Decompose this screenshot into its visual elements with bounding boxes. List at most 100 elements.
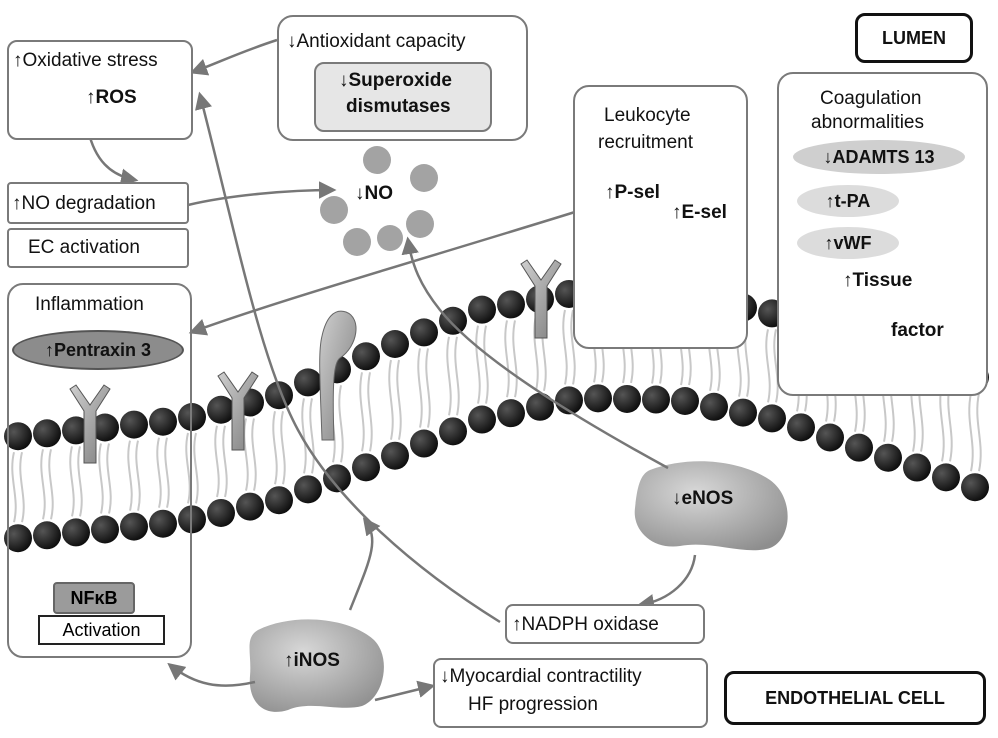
lipid-tail bbox=[98, 443, 112, 514]
lumen-label: LUMEN bbox=[855, 13, 973, 63]
endothelial-cell-label: ENDOTHELIAL CELL bbox=[724, 671, 986, 725]
coagulation-title-line1: Coagulation bbox=[820, 88, 922, 109]
enos-label: ↓eNOS bbox=[672, 488, 734, 509]
phospholipid-head bbox=[381, 330, 409, 358]
nadph-label: ↑NADPH oxidase bbox=[512, 614, 659, 635]
no-molecules bbox=[320, 146, 438, 256]
enos-blob bbox=[634, 461, 788, 551]
phospholipid-head bbox=[961, 473, 989, 502]
lipid-tail bbox=[475, 325, 489, 404]
phospholipid-head bbox=[497, 399, 525, 428]
phospholipid-head bbox=[120, 410, 148, 439]
phospholipid-head bbox=[149, 509, 177, 538]
phospholipid-head bbox=[758, 404, 786, 433]
ec-activation-box bbox=[7, 228, 189, 268]
phospholipid-head bbox=[33, 419, 61, 448]
lipid-tail bbox=[359, 372, 373, 452]
phospholipid-head bbox=[323, 464, 351, 493]
lipid-tail bbox=[388, 359, 402, 440]
lipid-tail bbox=[69, 446, 83, 517]
myocardial-line1: ↓Myocardial contractility bbox=[440, 666, 642, 687]
inos-blob bbox=[249, 619, 384, 712]
phospholipid-head bbox=[787, 413, 815, 442]
ec-activation-label: EC activation bbox=[28, 237, 140, 258]
myocardial-line2: HF progression bbox=[468, 694, 598, 715]
phospholipid-head bbox=[381, 441, 409, 470]
phospholipid-head bbox=[410, 318, 438, 347]
phospholipid-head bbox=[468, 405, 496, 434]
phospholipid-head bbox=[352, 453, 380, 482]
leukocyte-title-line1: Leukocyte bbox=[604, 105, 691, 126]
nadph-box bbox=[505, 604, 705, 644]
phospholipid-head bbox=[439, 417, 467, 446]
phospholipid-head bbox=[671, 387, 699, 415]
pathway-arrows bbox=[86, 38, 697, 702]
phospholipid-head bbox=[178, 505, 206, 534]
phospholipid-head bbox=[149, 407, 177, 436]
phospholipid-head bbox=[613, 384, 641, 413]
phospholipid-head bbox=[903, 453, 931, 482]
factor-label: factor bbox=[891, 320, 944, 341]
lipid-tail bbox=[127, 440, 141, 511]
lipid-tail bbox=[156, 437, 170, 508]
phospholipid-head bbox=[410, 429, 438, 458]
ros-label: ↑ROS bbox=[86, 87, 137, 108]
phospholipid-head bbox=[236, 492, 264, 521]
phospholipid-head bbox=[62, 518, 90, 547]
selectin-left-icon bbox=[319, 310, 357, 441]
phospholipid-head bbox=[845, 433, 873, 462]
sod-line1: ↓Superoxide bbox=[339, 70, 452, 91]
phospholipid-head bbox=[526, 392, 554, 421]
receptor-left-icon bbox=[217, 371, 259, 451]
sod-line2: dismutases bbox=[346, 96, 451, 117]
nfkb-activation-box: Activation bbox=[38, 615, 165, 645]
phospholipid-head bbox=[932, 463, 960, 492]
vwf-pill: ↑vWF bbox=[797, 227, 899, 259]
sod-box bbox=[314, 62, 492, 132]
lipid-tail bbox=[417, 348, 431, 428]
tissue-label: ↑Tissue bbox=[843, 270, 913, 291]
phospholipid-head bbox=[642, 385, 670, 414]
phospholipid-head bbox=[294, 475, 322, 504]
myocardial-box bbox=[433, 658, 708, 728]
pentraxin-pill: ↑Pentraxin 3 bbox=[12, 330, 184, 370]
nfkb-box: NFκB bbox=[53, 582, 135, 614]
tpa-pill: ↑t-PA bbox=[797, 185, 899, 217]
phospholipid-head bbox=[874, 443, 902, 472]
antioxidant-title: ↓Antioxidant capacity bbox=[287, 31, 466, 52]
lipid-tail bbox=[214, 425, 228, 498]
phospholipid-head bbox=[497, 290, 525, 319]
inflammation-box bbox=[7, 283, 192, 658]
lipid-tail bbox=[504, 320, 518, 398]
lipid-tail bbox=[11, 451, 25, 523]
phospholipid-head bbox=[439, 306, 467, 335]
inflammation-title: Inflammation bbox=[35, 294, 144, 315]
phospholipid-head bbox=[207, 498, 235, 527]
phospholipid-head bbox=[33, 521, 61, 550]
phospholipid-head bbox=[700, 392, 728, 421]
no-degradation-box bbox=[7, 182, 189, 224]
inos-label: ↑iNOS bbox=[284, 650, 340, 671]
phospholipid-head bbox=[207, 395, 235, 424]
receptor-top-icon bbox=[520, 259, 562, 339]
phospholipid-head bbox=[62, 416, 90, 445]
lipid-tail bbox=[765, 329, 779, 403]
oxidative-stress-box bbox=[7, 40, 193, 140]
coagulation-title-line2: abnormalities bbox=[811, 112, 924, 133]
lipid-tail bbox=[968, 393, 982, 472]
lipid-tail bbox=[301, 398, 315, 474]
phospholipid-head bbox=[584, 384, 612, 413]
phospholipid-head bbox=[4, 524, 32, 553]
leukocyte-title-line2: recruitment bbox=[598, 132, 694, 153]
lipid-tail bbox=[243, 418, 257, 491]
phospholipid-head bbox=[816, 423, 844, 452]
phospholipid-head bbox=[178, 403, 206, 431]
no-degradation-label: ↑NO degradation bbox=[12, 193, 156, 214]
phospholipid-head bbox=[468, 295, 496, 324]
lipid-tail bbox=[40, 449, 54, 520]
lipid-tail bbox=[272, 411, 286, 485]
receptor-inflammation-icon bbox=[69, 384, 111, 464]
p-sel-label: ↑P-sel bbox=[605, 182, 660, 203]
